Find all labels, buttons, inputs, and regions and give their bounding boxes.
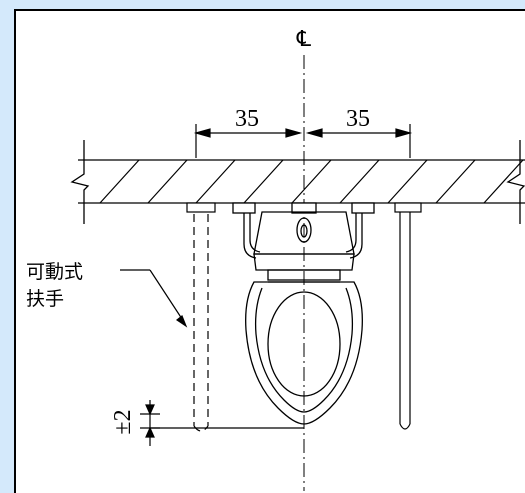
movable-handrail [193,214,209,432]
drawing-sheet [14,9,525,493]
label-leader [120,269,188,328]
tolerance-marker [140,400,160,446]
tolerance-label: ±2 [110,409,136,434]
dimension-label-left: 35 [235,106,259,132]
wall-hatching [99,159,524,204]
dimension-label-right: 35 [346,106,370,132]
centerline-symbol: ℄ [296,26,312,51]
handrail-mount-left [186,202,216,213]
toilet [232,202,375,425]
handrail-label-line1: 可動式 [26,261,83,283]
handrail-label-line2: 扶手 [26,288,64,310]
fixed-handrail [394,202,422,430]
dimension-lines [193,124,413,158]
